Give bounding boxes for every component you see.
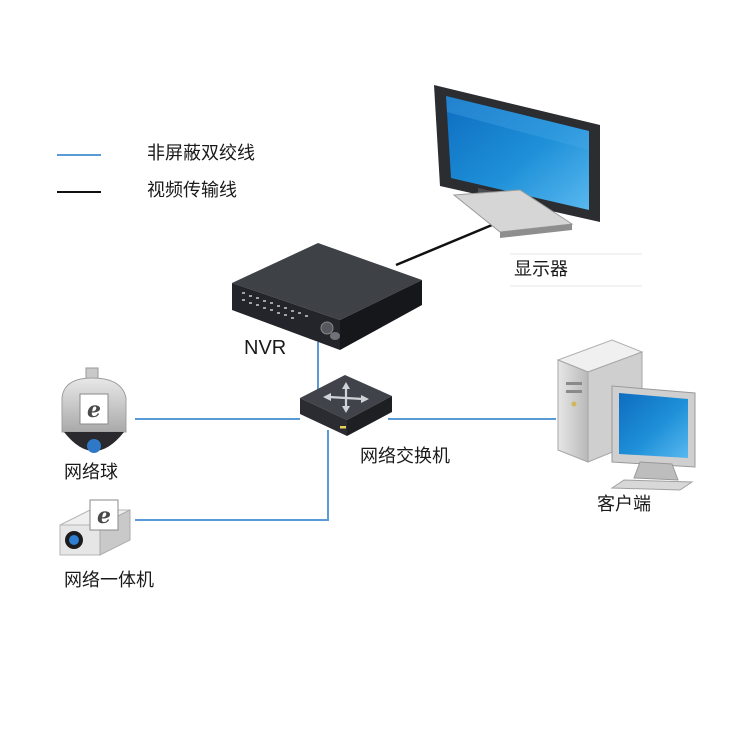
dome-camera-label: 网络球	[64, 462, 118, 483]
legend-video-line	[57, 191, 101, 193]
nvr-icon	[232, 243, 422, 350]
monitor-label: 显示器	[514, 259, 568, 280]
network-switch-icon	[300, 375, 392, 436]
switch-label: 网络交换机	[360, 446, 450, 467]
box-camera-icon: e	[59, 499, 131, 556]
legend-video-label: 视频传输线	[147, 180, 237, 201]
box-camera-label: 网络一体机	[64, 570, 154, 591]
legend-utp-line	[57, 154, 101, 156]
svg-text:e: e	[87, 397, 101, 423]
monitor-icon	[434, 85, 600, 238]
svg-text:e: e	[97, 503, 111, 529]
utp-link-box-switch	[135, 430, 329, 521]
nvr-label: NVR	[244, 337, 287, 359]
desktop-computer-icon	[556, 339, 696, 491]
video-link-nvr-monitor	[395, 223, 493, 267]
legend-utp-label: 非屏蔽双绞线	[147, 143, 255, 164]
client-label: 客户端	[597, 494, 651, 515]
dome-camera-icon: e	[61, 367, 127, 453]
connections	[135, 223, 556, 521]
